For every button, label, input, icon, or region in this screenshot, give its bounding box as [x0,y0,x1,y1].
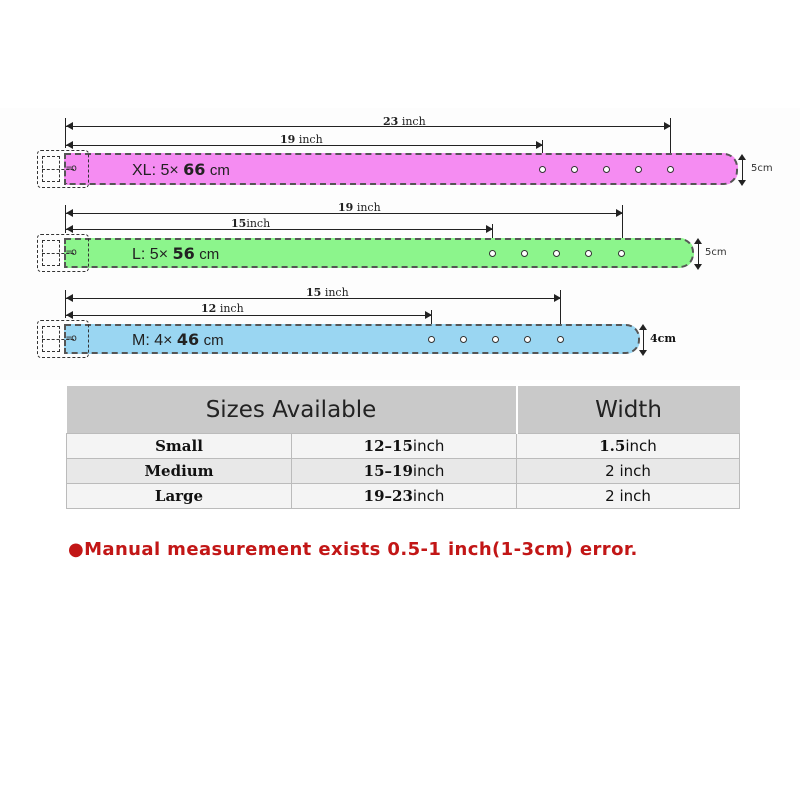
header-sizes-available: Sizes Available [66,386,518,434]
measure-inner-line-l [66,229,492,230]
width-cell: 2 inch [516,483,740,509]
measure-start-tick-l [65,205,66,233]
table-header-row: Sizes Available Width [66,386,740,434]
measure-inner-arrow-xl [66,141,73,149]
measure-outer-tick-l [622,205,623,245]
belt-hole [557,336,564,343]
width-label-l: 5cm [705,247,727,258]
table-row: Large 19–23inch 2 inch [66,483,740,509]
belt-hole [618,250,625,257]
buckle-holes: =o [66,333,77,344]
measure-inner-arrow-end-m [425,311,432,319]
buckle-prong [42,169,74,170]
size-table: Sizes Available Width Small 12–15inch 1.… [66,386,740,509]
measure-inner-arrow-m [66,311,73,319]
range-cell: 12–15inch [291,433,517,459]
buckle-icon [37,150,89,188]
belt-hole [521,250,528,257]
belt-hole [571,166,578,173]
measure-inner-line-m [66,315,431,316]
measure-outer-arrow-xl [66,122,73,130]
size-cell: Medium [66,458,292,484]
measure-outer-arrow-m [66,294,73,302]
buckle-icon [37,234,89,272]
buckle-prong [42,339,74,340]
measure-outer-arrow-end-l [616,209,623,217]
belt-hole [635,166,642,173]
belt-hole [460,336,467,343]
measure-inner-label-xl: 19 inch [280,133,323,146]
belt-hole [585,250,592,257]
measure-inner-arrow-l [66,225,73,233]
belt-strap-m [64,324,640,354]
belt-hole [667,166,674,173]
measure-inner-tick-m [431,310,432,334]
belt-hole [603,166,610,173]
belt-hole [489,250,496,257]
buckle-icon [37,320,89,358]
belt-hole [428,336,435,343]
measure-outer-tick-m [560,290,561,332]
belt-size-label-m: M: 4× 46 cm [132,330,224,349]
measure-inner-label-m: 12 inch [201,302,244,315]
measure-inner-tick-l [492,224,493,246]
buckle-holes: =o [66,247,77,258]
buckle-prong [42,253,74,254]
belt-hole [539,166,546,173]
measurement-error-note: ●Manual measurement exists 0.5-1 inch(1-… [68,539,638,560]
width-label-m: 4cm [650,332,676,345]
measure-outer-line-xl [66,126,670,127]
header-width: Width [516,386,740,434]
table-row: Medium 15–19inch 2 inch [66,458,740,484]
belt-size-label-xl: XL: 5× 66 cm [132,160,230,179]
measure-inner-label-l: 15inch [231,217,271,230]
measure-outer-arrow-l [66,209,73,217]
measure-outer-tick-xl [670,118,671,160]
belt-hole [492,336,499,343]
range-cell: 15–19inch [291,458,517,484]
buckle-holes: =o [66,163,77,174]
measure-inner-tick-xl [542,140,543,162]
measure-inner-arrow-end-l [486,225,493,233]
belt-strap-xl [64,153,738,185]
measure-outer-arrow-end-m [554,294,561,302]
belt-size-label-l: L: 5× 56 cm [132,244,220,263]
belt-hole [524,336,531,343]
width-label-xl: 5cm [751,163,773,174]
measure-start-tick-m [65,290,66,318]
measure-outer-label-xl: 23 inch [383,115,426,128]
measure-inner-arrow-end-xl [536,141,543,149]
measure-outer-line-l [66,213,622,214]
measure-outer-label-m: 15 inch [306,286,349,299]
measure-outer-label-l: 19 inch [338,201,381,214]
table-row: Small 12–15inch 1.5inch [66,433,740,459]
measure-start-tick-xl [65,118,66,148]
width-cell: 1.5inch [516,433,740,459]
range-cell: 19–23inch [291,483,517,509]
measure-outer-arrow-end-xl [664,122,671,130]
measure-inner-line-xl [66,145,542,146]
belt-strap-l [64,238,694,268]
size-cell: Large [66,483,292,509]
size-cell: Small [66,433,292,459]
measure-outer-line-m [66,298,560,299]
width-cell: 2 inch [516,458,740,484]
belt-hole [553,250,560,257]
